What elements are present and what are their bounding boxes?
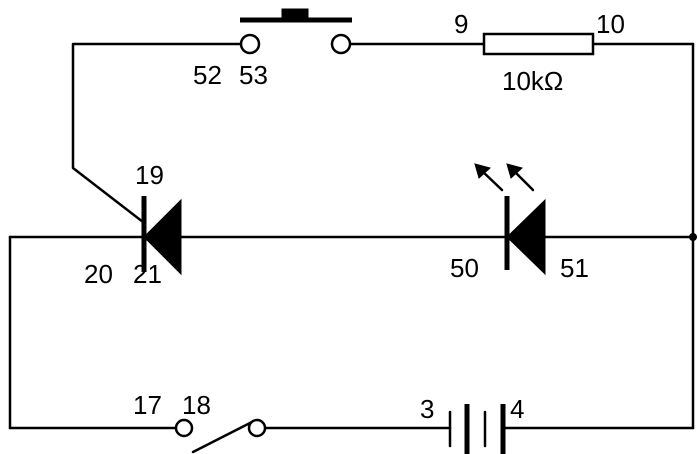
switch-terminal-17 — [174, 418, 194, 438]
label-19: 19 — [135, 160, 164, 190]
label-resistor-value: 10kΩ — [502, 66, 563, 96]
label-3: 3 — [420, 394, 434, 424]
toggle-switch — [174, 418, 267, 454]
label-18: 18 — [182, 390, 211, 420]
label-17: 17 — [133, 390, 162, 420]
label-21: 21 — [133, 259, 162, 289]
label-50: 50 — [450, 253, 479, 283]
resistor — [482, 32, 595, 56]
label-9: 9 — [454, 9, 468, 39]
led — [474, 163, 546, 276]
label-53: 53 — [239, 60, 268, 90]
label-20: 20 — [84, 259, 113, 289]
label-51: 51 — [560, 253, 589, 283]
battery — [448, 404, 506, 454]
label-4: 4 — [510, 394, 524, 424]
wire-top-left — [71, 42, 242, 224]
switch-terminal-18 — [247, 418, 267, 438]
push-button-terminal-52 — [239, 33, 261, 55]
diode — [141, 196, 182, 276]
led-light-arrows-icon — [474, 163, 535, 192]
label-10: 10 — [596, 9, 625, 39]
junction-dot — [689, 233, 697, 241]
push-button-terminal-53 — [330, 33, 352, 55]
label-52: 52 — [193, 60, 222, 90]
push-button — [239, 8, 352, 55]
